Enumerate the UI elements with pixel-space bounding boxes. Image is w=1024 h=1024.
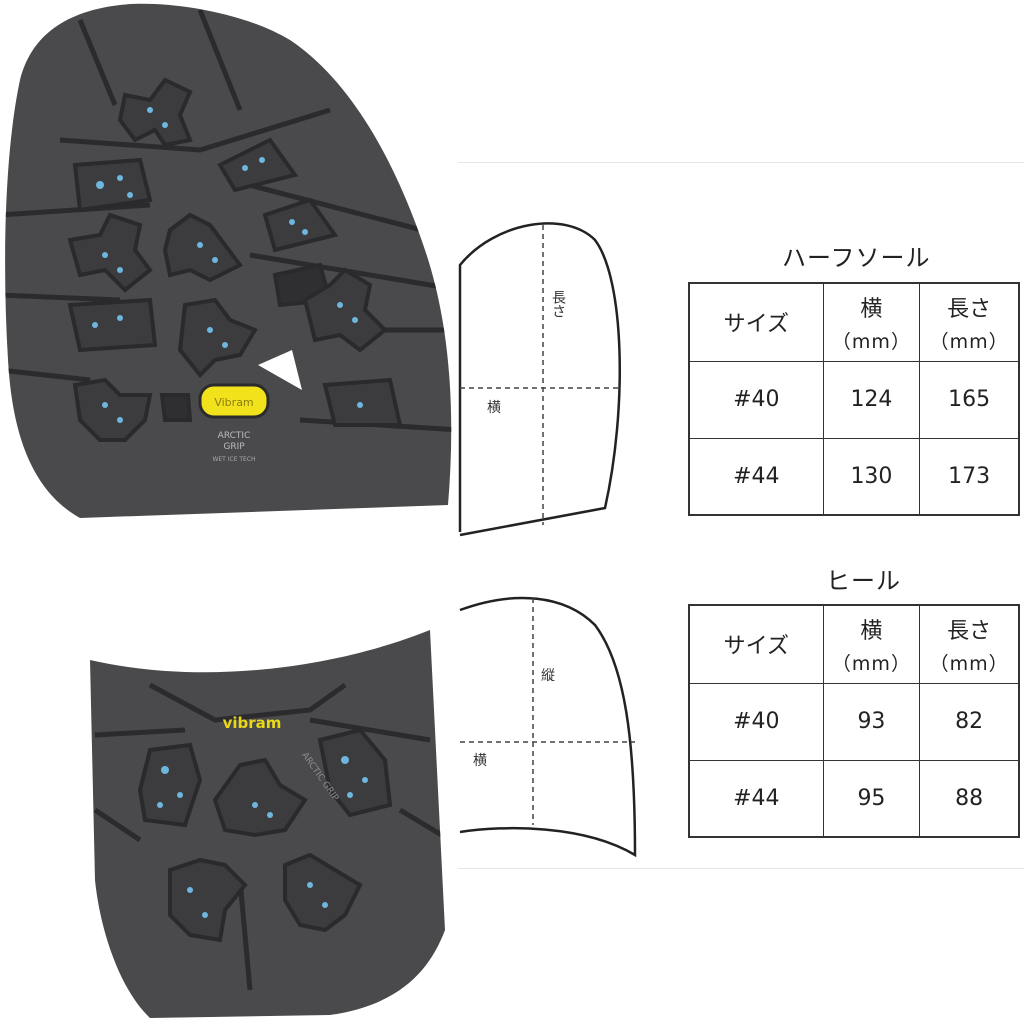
table-row: #44 95 88 <box>688 759 1020 838</box>
header-width-label: 横 <box>860 296 883 322</box>
header-length-unit: （mm） <box>929 652 1009 675</box>
heel-photo: vibram ARCTIC GRIP <box>90 630 445 1018</box>
header-size: サイズ <box>688 604 824 684</box>
heel-grooves <box>93 682 445 991</box>
heel-length-label: 縦 <box>541 668 555 684</box>
cell-length: 173 <box>919 437 1020 516</box>
half-sole-table: サイズ 横 （mm） 長さ （mm） #40 124 165 #44 130 1… <box>688 282 1020 516</box>
sole-gap <box>258 350 302 390</box>
table-header-row: サイズ 横 （mm） 長さ （mm） <box>688 282 1020 362</box>
header-width-unit: （mm） <box>831 652 911 675</box>
heel-width-label: 横 <box>473 753 487 769</box>
cell-length: 88 <box>919 759 1020 838</box>
header-length-label: 長さ <box>947 296 992 322</box>
header-length-unit: （mm） <box>929 330 1009 353</box>
header-width: 横 （mm） <box>822 282 921 362</box>
header-size: サイズ <box>688 282 824 362</box>
arctic-grip-mark-2: GRIP <box>223 442 245 452</box>
header-width-label: 横 <box>860 618 883 644</box>
bottom-divider <box>458 868 1024 869</box>
cell-size: #40 <box>688 682 824 761</box>
heel-vibram-logo: vibram <box>223 714 282 732</box>
table-row: #44 130 173 <box>688 437 1020 516</box>
top-divider <box>458 162 1024 163</box>
sole-speckles <box>92 107 363 423</box>
cell-size: #44 <box>688 437 824 516</box>
half-sole-photo: Vibram ARCTIC GRIP WET ICE TECH <box>5 3 452 519</box>
cell-length: 82 <box>919 682 1020 761</box>
cell-width: 93 <box>822 682 921 761</box>
table-row: #40 93 82 <box>688 682 1020 761</box>
vibram-badge <box>198 383 270 419</box>
heel-speckles <box>157 756 368 918</box>
cell-width: 130 <box>822 437 921 516</box>
sole-lugs <box>67 77 403 442</box>
cell-size: #44 <box>688 759 824 838</box>
heel-table: サイズ 横 （mm） 長さ （mm） #40 93 82 #44 95 88 <box>688 604 1020 838</box>
half-sole-diagram-outline <box>458 222 621 537</box>
header-width: 横 （mm） <box>822 604 921 684</box>
cell-width: 124 <box>822 360 921 439</box>
half-sole-length-label: 長さ <box>550 290 566 318</box>
half-sole-width-label: 横 <box>487 400 501 416</box>
heel-title: ヒール <box>826 567 901 595</box>
vibram-badge-text: Vibram <box>214 396 253 409</box>
heel-diagram: 縦 横 <box>459 596 637 858</box>
table-row: #40 124 165 <box>688 360 1020 439</box>
half-sole-diagram: 長さ 横 <box>458 222 621 537</box>
heel-diagram-outline <box>459 596 637 858</box>
arctic-grip-mark: ARCTIC <box>218 431 251 441</box>
sole-grooves <box>5 9 452 433</box>
cell-width: 95 <box>822 759 921 838</box>
cell-length: 165 <box>919 360 1020 439</box>
wet-ice-tech-mark: WET ICE TECH <box>212 456 255 463</box>
cell-size: #40 <box>688 360 824 439</box>
table-header-row: サイズ 横 （mm） 長さ （mm） <box>688 604 1020 684</box>
header-length: 長さ （mm） <box>919 604 1020 684</box>
heel-lugs <box>137 727 393 943</box>
header-length-label: 長さ <box>947 618 992 644</box>
header-length: 長さ （mm） <box>919 282 1020 362</box>
header-width-unit: （mm） <box>831 330 911 353</box>
half-sole-title: ハーフソール <box>782 244 931 272</box>
